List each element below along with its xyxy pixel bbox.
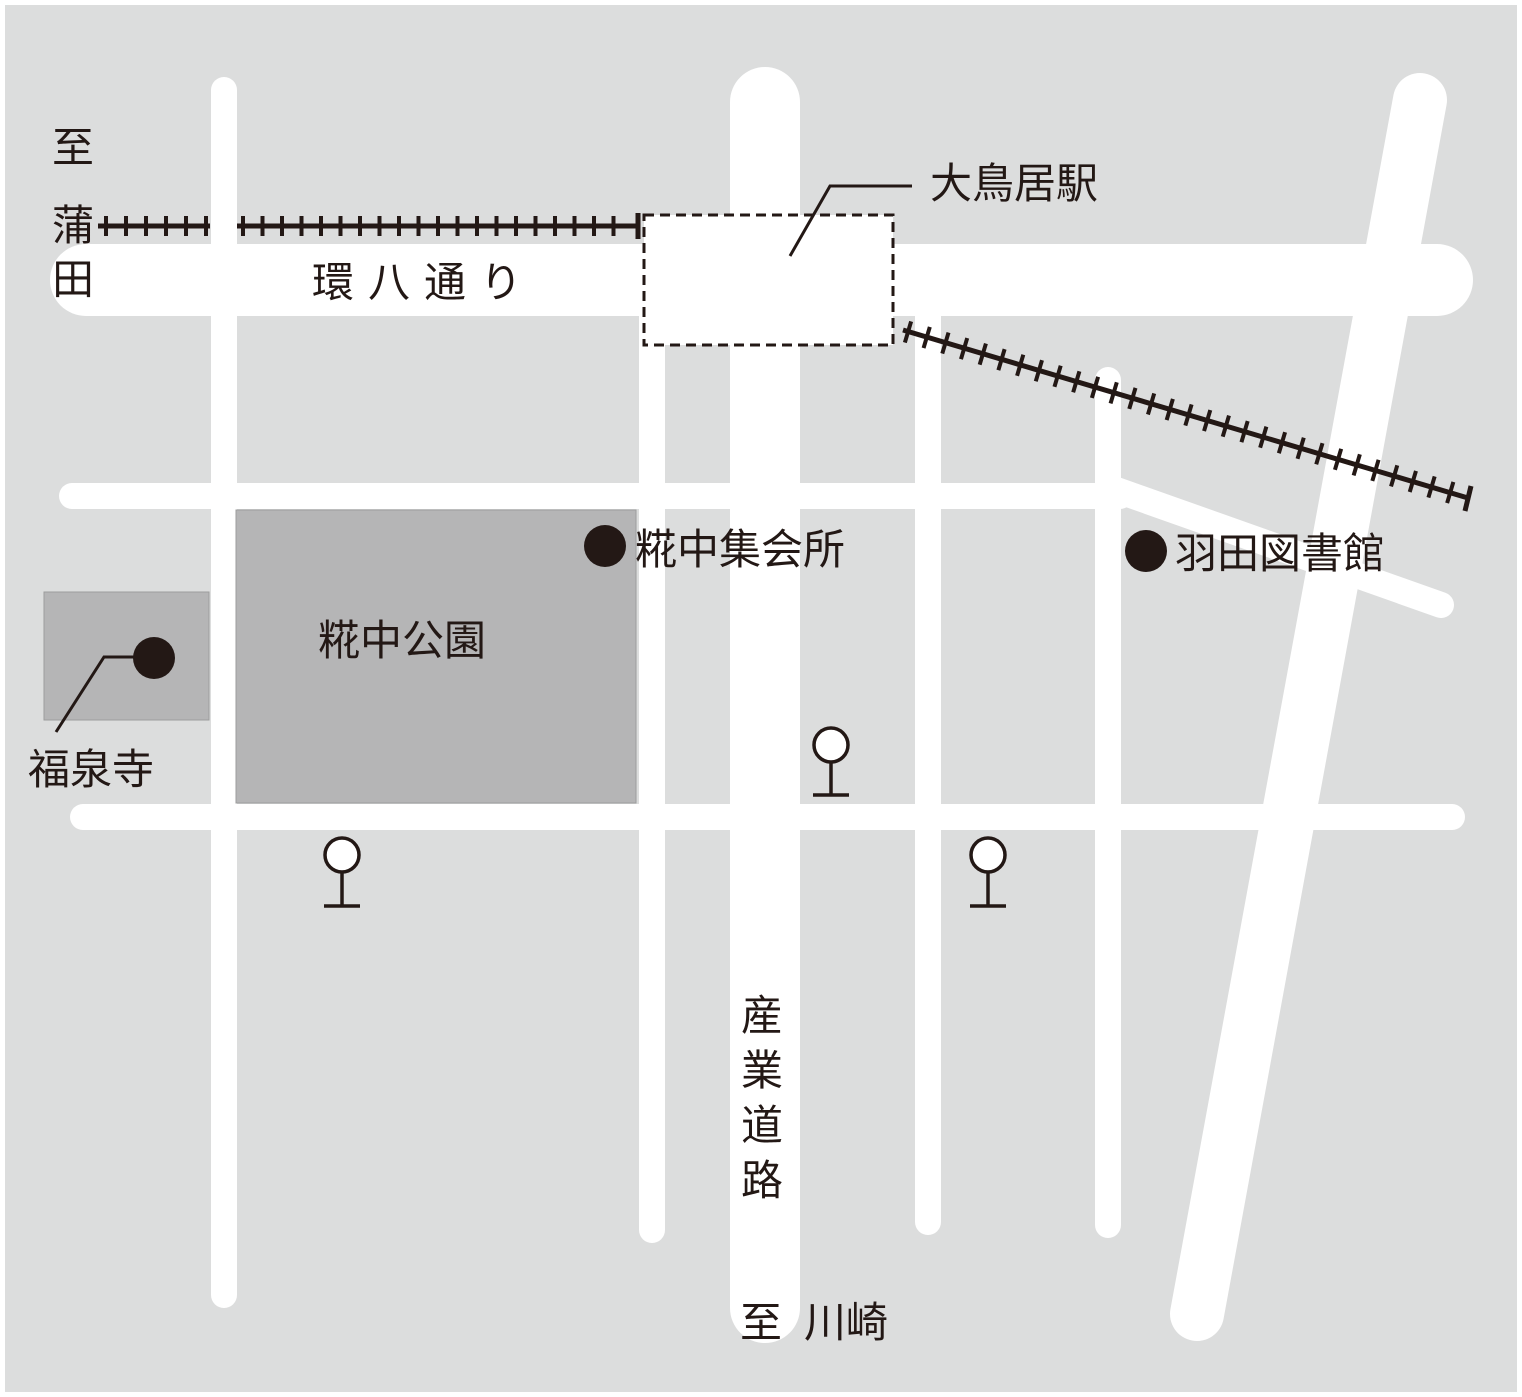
railway-tie <box>959 337 970 360</box>
community-hall-label: 糀中集会所 <box>635 525 845 574</box>
railway-tie <box>1239 420 1250 443</box>
railway-tie <box>1333 448 1344 471</box>
to-kawasaki-prefix-label: 至 <box>740 1298 782 1347</box>
railway-tie <box>1276 431 1287 454</box>
station-leader-line <box>788 184 912 257</box>
railway-tie <box>1089 376 1101 399</box>
to-kawasaki-label: 川崎 <box>804 1298 888 1347</box>
railway-tie <box>1426 475 1437 499</box>
sangyo-road-label-1: 産 <box>741 991 783 1040</box>
railway-tie <box>1351 453 1362 476</box>
railway-tie <box>1146 392 1157 416</box>
sangyo-road-label-3: 道 <box>741 1101 783 1150</box>
community-hall-marker-icon <box>584 525 626 567</box>
park-label: 糀中公園 <box>318 616 486 665</box>
sangyo-road-label-2: 業 <box>741 1046 783 1095</box>
library-marker-icon <box>1125 530 1167 572</box>
park-block <box>235 509 637 804</box>
railway-tie <box>1052 365 1063 388</box>
kanpachi-road-label: 環八通り <box>312 258 536 307</box>
railway-tie <box>1220 414 1231 438</box>
railway-tie <box>1127 387 1138 410</box>
road-cross-north-east <box>1095 474 1454 618</box>
station-area <box>642 213 895 347</box>
railway-tie <box>1108 381 1119 405</box>
railway-tie <box>1033 359 1044 382</box>
railway <box>98 213 1474 512</box>
railway-east-end <box>1462 485 1474 512</box>
railway-tie <box>1202 409 1213 432</box>
railway-ticks-east <box>902 320 1456 504</box>
railway-tie <box>1407 470 1418 493</box>
road-diagonal-main <box>1170 73 1447 1341</box>
railway-tie <box>1314 442 1325 465</box>
to-kamata-label-2: 蒲 <box>52 201 94 250</box>
to-kamata-label-3: 田 <box>52 255 94 304</box>
map-pin-icon <box>812 726 850 797</box>
railway-ticks-west <box>104 216 208 236</box>
railway-tie <box>1071 370 1082 393</box>
railway-tie <box>1015 354 1026 377</box>
railway-tie <box>902 320 914 344</box>
railway-tie <box>996 348 1007 371</box>
temple-marker-icon <box>133 637 175 679</box>
railway-tie <box>1183 403 1194 427</box>
railway-tie <box>1370 459 1381 482</box>
map-pin-icon <box>323 836 361 908</box>
railway-tie <box>977 343 988 366</box>
station-label: 大鳥居駅 <box>930 159 1098 208</box>
map-pin-icon <box>969 836 1007 908</box>
railway-tie <box>940 331 951 355</box>
temple-label: 福泉寺 <box>28 745 154 794</box>
railway-tie <box>921 326 932 349</box>
to-kamata-label-1: 至 <box>52 123 94 172</box>
railway-tie <box>1164 398 1175 421</box>
railway-tie <box>1445 481 1456 504</box>
library-label: 羽田図書館 <box>1175 529 1385 578</box>
railway-ticks-central <box>241 216 616 236</box>
railway-tie <box>1389 464 1400 488</box>
sangyo-road-label-4: 路 <box>741 1156 783 1205</box>
railway-tie <box>1258 426 1269 449</box>
railway-tie <box>1295 437 1306 460</box>
